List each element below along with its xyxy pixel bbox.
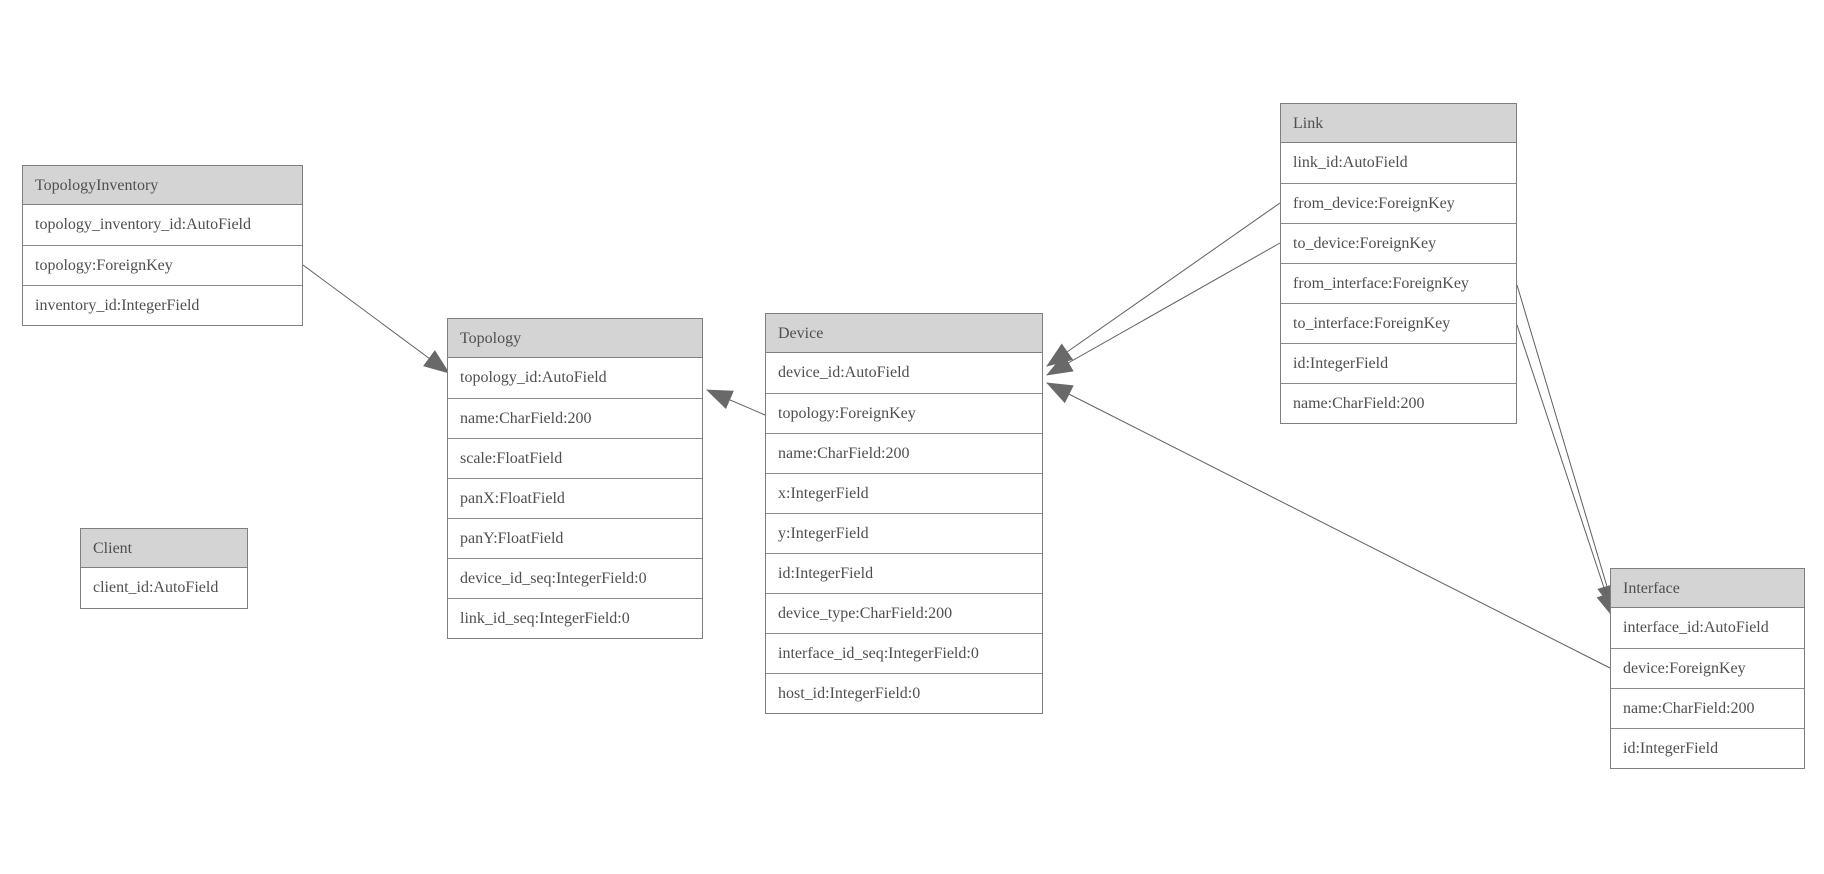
entity-title-device: Device bbox=[766, 314, 1042, 353]
entity-title-topology: Topology bbox=[448, 319, 702, 358]
field-row-interface: id:IntegerField bbox=[1611, 728, 1804, 768]
entity-rows: client_id:AutoField bbox=[81, 568, 247, 608]
connection-interface-device bbox=[1046, 382, 1611, 669]
field-row-topology-inventory: topology_inventory_id:AutoField bbox=[35, 216, 251, 233]
field-row-link: to_device:ForeignKey bbox=[1281, 223, 1516, 263]
field-row-link: name:CharField:200 bbox=[1281, 383, 1516, 423]
connection-link-from-device bbox=[1046, 202, 1281, 367]
entity-topology-inventory: TopologyInventory topology_inventory_id:… bbox=[22, 165, 303, 326]
field-row-topology: link_id_seq:IntegerField:0 bbox=[448, 598, 702, 638]
connection-device-topology bbox=[706, 389, 766, 416]
field-row-device: x:IntegerField bbox=[766, 473, 1042, 513]
field-row-interface: name:CharField:200 bbox=[1611, 688, 1804, 728]
field-row-link: id:IntegerField bbox=[1281, 343, 1516, 383]
connection-link-from-interface bbox=[1516, 284, 1617, 611]
field-row-topology: name:CharField:200 bbox=[448, 398, 702, 438]
field-row-topology-inventory: inventory_id:IntegerField bbox=[23, 285, 302, 325]
connection-link-to-device bbox=[1046, 242, 1281, 376]
entity-interface: Interface interface_id:AutoField device:F… bbox=[1610, 568, 1805, 769]
field-row-device: id:IntegerField bbox=[766, 553, 1042, 593]
field-row-topology: panY:FloatField bbox=[448, 518, 702, 558]
entity-title-interface: Interface bbox=[1611, 569, 1804, 608]
field-row-device: device_type:CharField:200 bbox=[766, 593, 1042, 633]
entity-topology: Topology topology_id:AutoField name:CharF… bbox=[447, 318, 703, 639]
field-row-topology: scale:FloatField bbox=[448, 438, 702, 478]
field-row-device: name:CharField:200 bbox=[766, 433, 1042, 473]
entity-client: Client client_id:AutoField bbox=[80, 528, 248, 609]
connection-link-to-interface bbox=[1516, 324, 1616, 619]
field-row-topology-inventory: topology:ForeignKey bbox=[23, 245, 302, 285]
field-row-topology: topology_id:AutoField bbox=[460, 369, 607, 386]
field-row-client: client_id:AutoField bbox=[93, 579, 219, 596]
field-row-link: from_interface:ForeignKey bbox=[1281, 263, 1516, 303]
entity-rows: topology_inventory_id:AutoField topology:… bbox=[23, 205, 302, 325]
entity-device: Device device_id:AutoField topology:Forei… bbox=[765, 313, 1043, 714]
field-row-device: topology:ForeignKey bbox=[766, 393, 1042, 433]
field-row-interface: interface_id:AutoField bbox=[1623, 619, 1769, 636]
field-row-interface: device:ForeignKey bbox=[1611, 648, 1804, 688]
field-row-topology: panX:FloatField bbox=[448, 478, 702, 518]
field-row-device: host_id:IntegerField:0 bbox=[766, 673, 1042, 713]
entity-title-link: Link bbox=[1281, 104, 1516, 143]
field-row-link: from_device:ForeignKey bbox=[1281, 183, 1516, 223]
field-row-topology: device_id_seq:IntegerField:0 bbox=[448, 558, 702, 598]
connection-topologyinventory-topology bbox=[302, 264, 450, 374]
field-row-device: device_id:AutoField bbox=[778, 364, 910, 381]
field-row-link: link_id:AutoField bbox=[1293, 154, 1408, 171]
entity-title-topology-inventory: TopologyInventory bbox=[23, 166, 302, 205]
entity-title-client: Client bbox=[81, 529, 247, 568]
entity-link: Link link_id:AutoField from_device:Foreig… bbox=[1280, 103, 1517, 424]
field-row-device: y:IntegerField bbox=[766, 513, 1042, 553]
field-row-link: to_interface:ForeignKey bbox=[1281, 303, 1516, 343]
field-row-device: interface_id_seq:IntegerField:0 bbox=[766, 633, 1042, 673]
